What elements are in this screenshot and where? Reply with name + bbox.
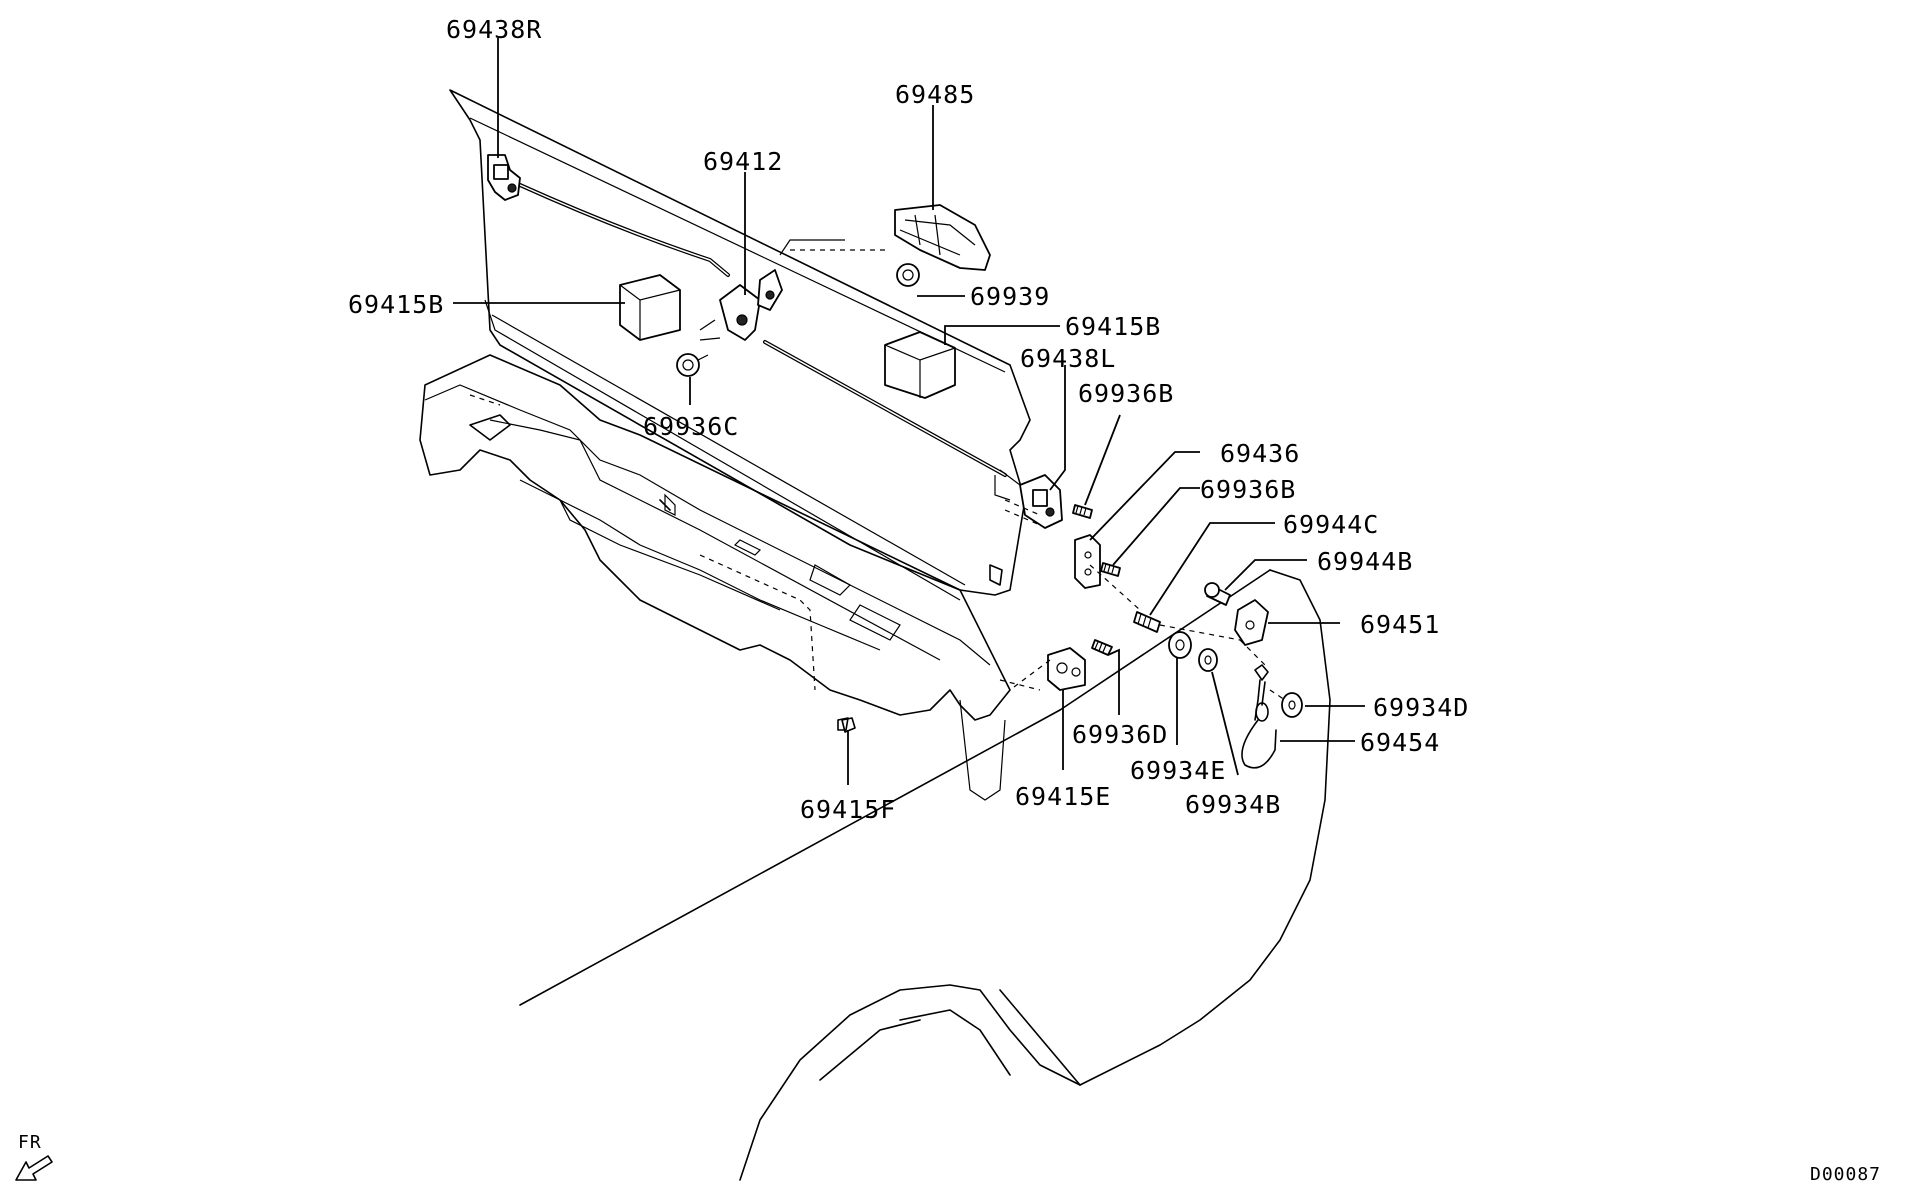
label-69485: 69485 <box>895 80 975 109</box>
front-arrow-icon <box>15 1155 53 1181</box>
label-69415F: 69415F <box>800 795 896 824</box>
label-69936B-upper: 69936B <box>1078 379 1174 408</box>
bumper-block-left-part <box>619 274 681 341</box>
bumper-block-69415e-part <box>1047 647 1086 691</box>
label-69934E: 69934E <box>1130 756 1226 785</box>
washer-69934e-part <box>1168 631 1192 659</box>
screw-69936d-part <box>1091 639 1113 656</box>
label-69438L: 69438L <box>1020 344 1116 373</box>
bolt-69936c-part <box>676 353 709 377</box>
bolt-69944c-part <box>1133 611 1161 633</box>
label-69415E: 69415E <box>1015 782 1111 811</box>
label-69939: 69939 <box>970 282 1050 311</box>
fender-outline <box>519 569 1331 1181</box>
label-69936C: 69936C <box>643 412 739 441</box>
label-69936B-lower: 69936B <box>1200 475 1296 504</box>
cable-strap-part <box>1239 639 1286 769</box>
front-direction-indicator: FR <box>15 1132 53 1181</box>
latch-rods <box>518 183 1007 477</box>
connection-lines <box>1009 564 1241 691</box>
label-69944B: 69944B <box>1317 547 1413 576</box>
label-69415B-right: 69415B <box>1065 312 1161 341</box>
label-69944C: 69944C <box>1283 510 1379 539</box>
pad-69415f-part <box>841 717 856 733</box>
diagram-code: D00087 <box>1810 1164 1881 1185</box>
tailgate-outline <box>449 89 1031 601</box>
direction-label: FR <box>18 1132 42 1153</box>
handle-linkage-part <box>719 239 890 341</box>
screw-69936b-upper-part <box>1072 504 1093 519</box>
nut-69939-part <box>896 263 920 287</box>
part-labels: 69438R 69485 69412 69939 69415B 69415B 6… <box>348 15 1469 824</box>
label-69934D: 69934D <box>1373 693 1469 722</box>
bolt-69944b-part <box>1204 582 1231 606</box>
bumper-block-right-part <box>884 331 956 399</box>
label-69936D: 69936D <box>1072 720 1168 749</box>
label-69436: 69436 <box>1220 439 1300 468</box>
label-69412: 69412 <box>703 147 783 176</box>
cable-bracket-part <box>1234 599 1269 646</box>
label-69934B: 69934B <box>1185 790 1281 819</box>
latch-right-part <box>487 154 521 201</box>
washer-69934d-part <box>1281 692 1303 718</box>
leader-lines <box>453 38 1365 785</box>
label-69454: 69454 <box>1360 728 1440 757</box>
screw-69936b-lower-part <box>1100 562 1121 577</box>
label-69451: 69451 <box>1360 610 1440 639</box>
washer-69934b-part <box>1198 648 1218 672</box>
label-69438R: 69438R <box>446 15 542 44</box>
bumper-outline <box>419 354 1041 801</box>
label-69415B-left: 69415B <box>348 290 444 319</box>
latch-left-part <box>994 469 1063 529</box>
striker-bracket-part <box>1074 534 1101 589</box>
handle-part <box>894 204 991 271</box>
